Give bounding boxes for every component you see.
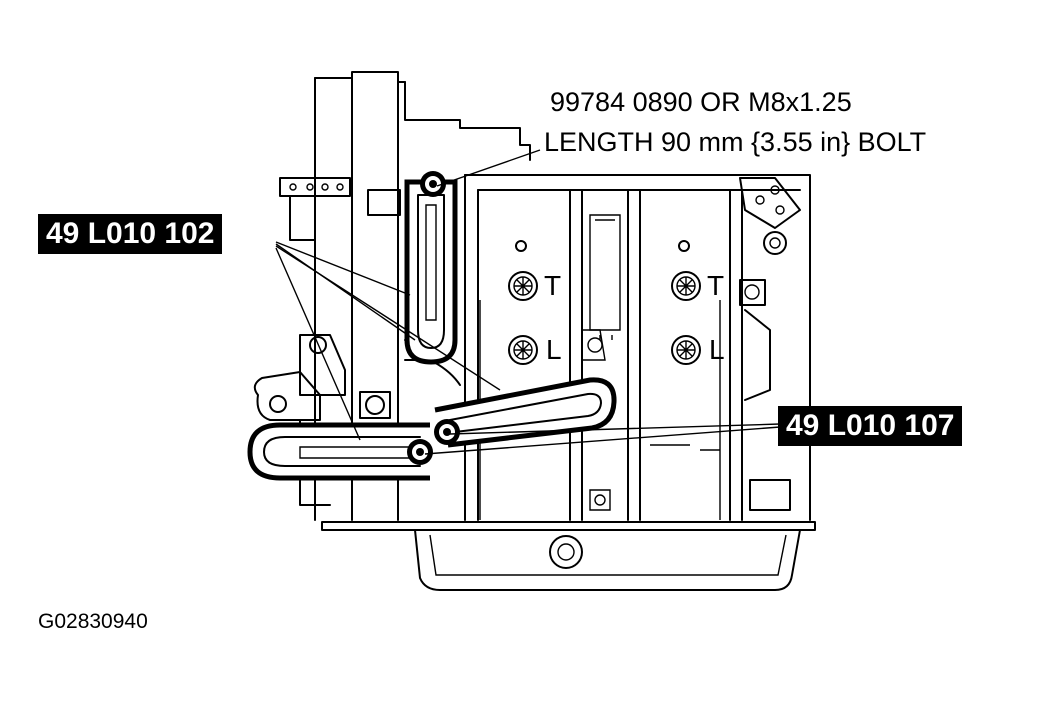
tool-label-49-l010-107: 49 L010 107 [778, 406, 963, 446]
engine-block [253, 71, 811, 521]
tool-b-leader-lines [424, 423, 781, 455]
tool-angled-loop [434, 377, 617, 448]
l-mark-label-1: L [546, 334, 562, 365]
tool-a-leader-lines [275, 241, 501, 441]
t-mark-label-2: T [707, 270, 725, 301]
tool-vertical-loop [404, 171, 458, 365]
tool-lower-left-loop [247, 422, 433, 481]
bolt-leader-line [436, 149, 541, 187]
tool-label-49-l010-102: 49 L010 102 [38, 214, 223, 254]
bolt-spec-line-1: 99784 0890 OR M8x1.25 [550, 87, 852, 117]
l-mark-hole-2 [671, 335, 701, 365]
t-mark-hole-2 [671, 271, 701, 301]
upper-small-hole-2 [678, 240, 690, 252]
figure-id: G02830940 [38, 610, 148, 633]
bolt-spec-line-2: LENGTH 90 mm {3.55 in} BOLT [544, 127, 927, 157]
l-mark-hole-1 [508, 335, 538, 365]
l-mark-label-2: L [709, 334, 725, 365]
t-mark-label-1: T [544, 270, 562, 301]
oil-pan [321, 521, 816, 591]
t-mark-hole-1 [508, 271, 538, 301]
upper-small-hole-1 [515, 240, 527, 252]
